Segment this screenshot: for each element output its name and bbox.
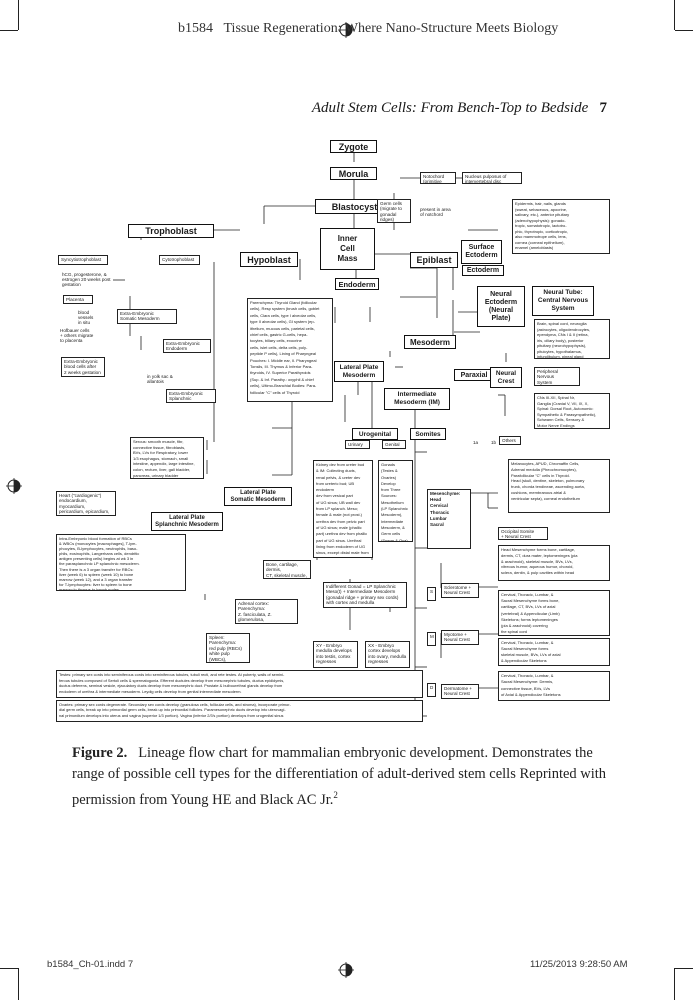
serous-box: Serous: smooth muscle, fibr, connective …	[130, 437, 204, 479]
registration-mark-icon	[6, 478, 22, 494]
epidermis-box: Epidermis, hair, nails, glands (sweat, s…	[512, 199, 610, 254]
extra-embryonic-somatic-box: Extra-Embryonic Somatic Mesoderm	[117, 309, 177, 324]
kidney-box: Kidney dev from ureter bud & IM: Collect…	[313, 460, 373, 558]
germ-cells-box: Germ cells (migrate to gonadal ridges)	[377, 199, 411, 223]
figure-caption: Figure 2. Lineage flow chart for mammali…	[72, 743, 624, 811]
gonads-box: Gonads (Testes & Ovaries) Develop from T…	[378, 460, 413, 542]
trophoblast-box: Trophoblast	[128, 224, 214, 238]
crop-mark	[674, 0, 675, 30]
urogenital-box: Urogenital	[352, 428, 398, 440]
peripheral-ns-box: Peripheral Nervous System	[534, 367, 580, 386]
crop-mark	[674, 968, 675, 1000]
urinary-box: Urinary	[345, 440, 370, 449]
blood-formation-box: Intra-Embryonic blood formation of RBCs …	[56, 534, 186, 591]
placenta-box: Placenta	[63, 295, 93, 304]
syncytiotrophoblast-box: Syncytiotrophoblast	[58, 255, 108, 265]
neural-ectoderm-box: Neural Ectoderm (Neural Plate)	[477, 286, 525, 327]
endoderm-box: Endoderm	[335, 278, 379, 290]
lateral-plate-splanchnic-box: Lateral Plate Splanchnic Mesoderm	[151, 512, 223, 531]
bone-cartilage-box: Bone, cartilage, dermis, CT, skeletal mu…	[263, 560, 311, 579]
testes-box: Testes: primary sex cords into seminifer…	[56, 670, 423, 698]
registration-mark-icon	[338, 962, 354, 978]
cervical-2-box: Cervical, Thoracic, Lumbar, & Sacral Mes…	[498, 638, 610, 666]
sclerotome-box: Sclerotome + Neural Crest	[441, 583, 479, 598]
extra-splanchnic-box: Extra-Embryonic Splanchnic Mesoderm	[166, 389, 216, 403]
cervical-1-box: Cervical, Thoracic, Lumbar, & Sacral Mes…	[498, 590, 610, 636]
dermatome-box: Dermatome + Neural Crest	[441, 684, 479, 699]
extra-blood-cells-box: Extra-Embryonic blood cells after 2 week…	[61, 357, 105, 377]
blood-vessels-label: blood vessels in situ	[78, 310, 94, 326]
ovaries-box: Ovaries: primary sex cords degenerate. S…	[56, 700, 423, 722]
spleen-box: Spleen: Parenchyma: red pulp (RBCs) whit…	[206, 633, 250, 663]
registration-mark-icon	[338, 22, 354, 38]
morula-box: Morula	[330, 167, 377, 180]
occipital-box: Occipital Somite + Neural Crest	[498, 527, 548, 540]
crop-mark	[0, 30, 18, 31]
book-code: b1584	[178, 21, 213, 36]
myotome-box: Myotome + Neural Crest	[441, 630, 479, 645]
mesoderm-box: Mesoderm	[404, 335, 456, 349]
book-title: Tissue Regeneration: Where Nano-Structur…	[223, 21, 559, 36]
lateral-plate-mesoderm-box: Lateral Plate Mesoderm	[334, 361, 384, 382]
xy-box: XY - Embryo medulla develops into testis…	[313, 641, 358, 668]
hypoblast-box: Hypoblast	[240, 252, 298, 267]
figure-label: Figure 2.	[72, 745, 128, 761]
crop-mark	[18, 968, 19, 1000]
caption-text: Lineage flow chart for mammalian embryon…	[72, 745, 607, 808]
xx-box: XX - Embryo cortex develops into ovary, …	[365, 641, 410, 668]
indifferent-gonad-box: Indifferent Gonad = LP Splanchnic Meso(t…	[323, 582, 407, 608]
zygote-box: Zygote	[330, 140, 377, 153]
blastocyst-box: Blastocyst	[315, 199, 394, 214]
epiblast-box: Epiblast	[410, 252, 458, 268]
crop-mark	[18, 0, 19, 30]
page-number: 7	[599, 100, 608, 116]
inner-cell-mass-box: Inner Cell Mass	[320, 228, 375, 270]
m-label-box: M	[427, 632, 436, 646]
genital-box: Genital	[382, 440, 406, 449]
others-box: Others	[499, 436, 521, 445]
neural-crest-box: Neural Crest	[490, 367, 522, 388]
crop-mark	[675, 30, 693, 31]
somites-box: Somites	[410, 428, 446, 440]
chapter-title: Adult Stem Cells: From Bench-Top to Beds…	[311, 100, 589, 116]
footer-file: b1584_Ch-01.indd 7	[47, 959, 134, 970]
yolk-sac-label: in yolk sac & allantois	[147, 374, 173, 385]
present-in-area-label: present in area of notchord	[420, 207, 451, 218]
notochord-box: Notochord (primitive node)	[420, 172, 456, 184]
d-label-box: D	[427, 683, 436, 697]
heart-box: Heart ("cardiogenic") endocardium, myoca…	[56, 491, 116, 516]
running-head: b1584 Tissue Regeneration: Where Nano-St…	[178, 21, 558, 37]
nucleus-pulposus-box: Nucleus pulposus of intervertebral disc	[462, 172, 522, 184]
s-label-box: S	[427, 587, 436, 601]
neural-tube-box: Neural Tube: Central Nervous System	[532, 286, 594, 316]
neural-tube-derivatives-box: Brain, spinal cord, neuroglia (astrocyte…	[534, 319, 610, 359]
crop-mark	[0, 968, 18, 969]
footer-timestamp: 11/25/2013 9:28:50 AM	[530, 959, 628, 970]
label-1a: 1a	[473, 440, 479, 445]
page-header: Adult Stem Cells: From Bench-Top to Beds…	[312, 100, 607, 117]
cytotrophoblast-box: Cytotrophoblast	[159, 255, 200, 265]
lateral-plate-somatic-box: Lateral Plate Somatic Mesoderm	[224, 487, 292, 506]
adrenal-box: Adrenal cortex: Parenchyma: Z. fascicula…	[235, 599, 298, 624]
crop-mark	[675, 968, 693, 969]
intermediate-mesoderm-box: Intermediate Mesoderm (IM)	[384, 388, 450, 410]
ectoderm-box: Ectoderm	[462, 265, 504, 276]
hcg-text: hCG, progesterone, & estrogen 20 weeks p…	[62, 272, 111, 288]
paraxial-box: Paraxial	[454, 369, 494, 381]
endoderm-derivatives-box: Parenchyma: Thyroid Gland (follicular ce…	[247, 298, 333, 402]
melanocytes-box: Melanocytes, APUD, Chromaffin Cells, Adr…	[508, 459, 610, 513]
cervical-3-box: Cervical, Thoracic, Lumbar, & Sacral Mes…	[498, 671, 610, 701]
head-mesenchyme-box: Head Mesenchyme forms bone, cartilage, d…	[498, 545, 610, 581]
mesenchyme-box: Mesenchyme: Head Cervical Thoracic Lumba…	[427, 489, 471, 549]
extra-embryonic-endoderm-box: Extra-Embryonic Endoderm	[163, 339, 211, 353]
caption-superscript: 2	[333, 790, 338, 800]
cns-box: CNs III-XII, Spinal Nr, Ganglia (Cranial…	[534, 393, 610, 429]
label-1b: 1b	[491, 440, 497, 445]
hofbauer-label: Hofbauer cells + others migrate to place…	[60, 328, 94, 344]
surface-ectoderm-box: Surface Ectoderm	[461, 240, 502, 264]
